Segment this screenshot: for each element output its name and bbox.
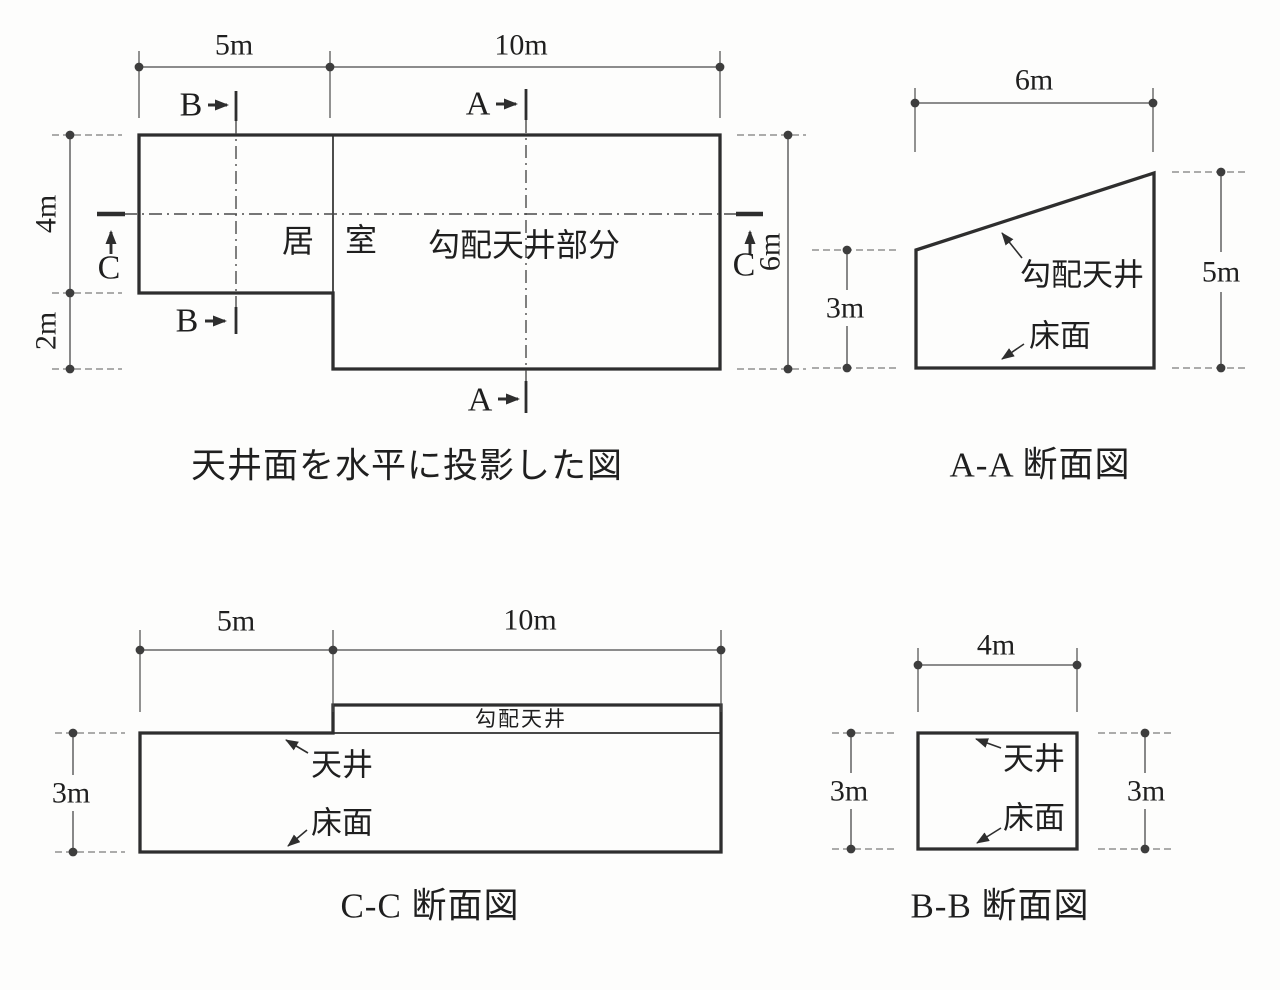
plan-section-a-label-bottom: A [468,382,493,419]
plan-sloped-area-label: 勾配天井部分 [428,227,620,263]
section-cc-dim-label-3m: 3m [52,777,90,810]
dim-endpoint-dot [1216,167,1226,177]
plan-section-b-label-top: B [180,87,203,124]
dim-endpoint-dot [1140,728,1150,738]
plan-dim-label-6m: 6m [754,233,787,271]
dim-endpoint-dot [842,245,852,255]
plan-dim-label-10m: 10m [494,29,547,62]
section-aa-caption: A-A 断面図 [949,446,1130,485]
section-aa-dim-label-6m: 6m [1015,64,1053,97]
section-bb-dim-label-3m-left: 3m [830,775,868,808]
dim-endpoint-dot [846,844,856,854]
section-aa-sloped-ceiling-leader-arrow [1001,232,1023,259]
dim-endpoint-dot [1216,363,1226,373]
plan-dim-label-2m: 2m [30,312,63,350]
section-cc-floor-leader-arrow [287,829,308,847]
plan-room-label-2: 室 [345,222,377,258]
section-aa-sloped-ceiling-label: 勾配天井 [1020,258,1144,293]
dim-endpoint-dot [913,660,923,670]
dim-endpoint-dot [1072,660,1082,670]
dim-endpoint-dot [65,364,75,374]
section-bb-floor-leader-arrow [976,827,1002,844]
section-cc-dim-label-5m: 5m [217,605,255,638]
plan-section-c-label-right: C [733,247,756,284]
dim-endpoint-dot [715,62,725,72]
plan-room-label-1: 居 [282,223,314,259]
section-bb-ceiling-label: 天井 [1003,742,1065,777]
section-aa-floor-label: 床面 [1029,319,1091,354]
section-aa-floor-leader-arrow [1001,343,1025,360]
section-bb-shape [916,731,1079,851]
section-bb-floor-label: 床面 [1003,801,1065,836]
dim-endpoint-dot [846,728,856,738]
section-cc-ceiling-label: 天井 [311,748,373,783]
dim-endpoint-dot [910,98,920,108]
dim-endpoint-dot [134,62,144,72]
plan-section-b-label-bottom: B [176,303,199,340]
plan-view: B B A A C C 5m 10m [30,29,806,486]
section-bb-dim-label-4m: 4m [977,629,1015,662]
dim-endpoint-dot [716,645,726,655]
section-bb-dim-label-3m-right: 3m [1127,775,1165,808]
plan-dim-label-5m: 5m [215,29,253,62]
plan-outline [137,133,722,371]
section-aa-dim-label-5m: 5m [1202,256,1240,289]
dim-endpoint-dot [328,645,338,655]
dim-endpoint-dot [65,130,75,140]
dim-endpoint-dot [325,62,335,72]
dim-endpoint-dot [783,364,793,374]
section-cc-floor-label: 床面 [311,806,373,841]
plan-caption: 天井面を水平に投影した図 [191,447,623,486]
section-cc: 勾配天井 5m 10m 3m 天井 床面 C-C 断面図 [52,604,726,926]
dim-endpoint-dot [65,288,75,298]
section-bb-ceiling-leader-arrow [975,738,1002,749]
plan-section-a-label-top: A [466,86,491,123]
section-bb-caption: B-B 断面図 [910,887,1089,926]
dim-endpoint-dot [783,130,793,140]
section-aa: 6m 3m 5m 勾配天井 床面 A-A 断面図 [812,64,1247,485]
plan-section-c-label-left: C [98,250,121,287]
section-cc-caption: C-C 断面図 [340,887,519,926]
section-cc-dim-label-10m: 10m [503,604,556,637]
section-cc-ceiling-leader-arrow [285,739,309,754]
section-cc-sloped-ceiling-band-label: 勾配天井 [475,707,567,731]
section-aa-shape [914,170,1156,370]
section-aa-dim-label-3m: 3m [826,292,864,325]
plan-dim-label-4m: 4m [30,195,63,233]
dim-endpoint-dot [1148,98,1158,108]
dim-endpoint-dot [842,363,852,373]
section-bb: 4m 3m 3m 天井 床面 B-B 断面図 [830,629,1172,926]
dim-endpoint-dot [1140,844,1150,854]
dim-endpoint-dot [135,645,145,655]
section-cc-shape [138,703,723,854]
dim-endpoint-dot [68,847,78,857]
dim-endpoint-dot [68,728,78,738]
